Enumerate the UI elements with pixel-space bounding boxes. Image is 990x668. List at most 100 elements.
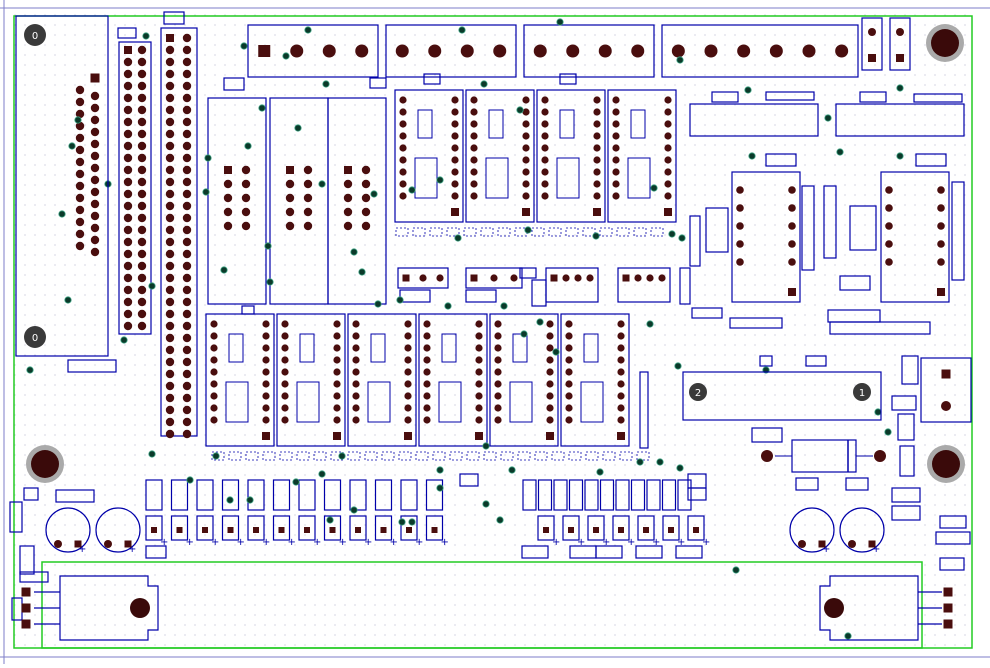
via: [732, 566, 740, 574]
via: [264, 242, 272, 250]
header-pin: [165, 405, 175, 415]
module-pin: [593, 192, 601, 200]
via: [678, 234, 686, 242]
cap-pad-1: 1: [853, 383, 871, 401]
module-pin: [470, 168, 478, 176]
header-pin: [165, 285, 175, 295]
module-pin: [210, 416, 218, 424]
module-pin: [475, 332, 483, 340]
module-pin: [664, 108, 672, 116]
module-pin: [664, 168, 672, 176]
pin: [868, 28, 876, 36]
module-pin: [541, 120, 549, 128]
module-pin: [546, 368, 554, 376]
header-pin: [182, 33, 192, 43]
header-pin: [165, 69, 175, 79]
cap-pad: [54, 540, 62, 548]
net-label: [619, 451, 633, 461]
module-pin: [333, 404, 341, 412]
relay-pin: [241, 165, 251, 175]
via: [896, 152, 904, 160]
pin: [646, 274, 654, 282]
smd-resistor: [562, 515, 580, 541]
module-pin: [565, 368, 573, 376]
via: [326, 516, 334, 524]
net-label: [415, 451, 429, 461]
smd-part: [795, 477, 819, 491]
header-pin: [137, 201, 147, 211]
via: [68, 142, 76, 150]
cap-pad: [798, 540, 806, 548]
header-pin: [165, 429, 175, 439]
connector-pin: [90, 115, 100, 125]
module-pin: [565, 392, 573, 400]
header-pin: [123, 153, 133, 163]
module-pin: [475, 392, 483, 400]
smd-pad: [278, 527, 285, 533]
plus-mark: +: [652, 537, 660, 548]
header-pin: [137, 129, 147, 139]
terminal-pad: [21, 619, 31, 629]
net-label: [497, 227, 511, 237]
module-pin: [423, 368, 431, 376]
header-pin: [137, 81, 147, 91]
relay-pin: [303, 221, 313, 231]
cap-pad: [104, 540, 112, 548]
module-pin: [494, 320, 502, 328]
header-pin: [137, 237, 147, 247]
smd-resistor: [272, 479, 291, 511]
header-pin: [123, 201, 133, 211]
module-pin: [210, 380, 218, 388]
smd-resistor: [196, 515, 214, 541]
module-pin: [494, 404, 502, 412]
smd-part: [23, 487, 39, 501]
plus-mark: +: [602, 537, 610, 548]
header-pin: [165, 393, 175, 403]
header-pin: [182, 45, 192, 55]
relay-pin: [736, 240, 744, 248]
header-pin: [123, 225, 133, 235]
module-pin: [399, 108, 407, 116]
connector-pin: [75, 193, 85, 203]
header-pin: [182, 141, 192, 151]
connector-pin-1: [90, 73, 100, 83]
two-pin-header: [889, 17, 911, 71]
smd-part: [519, 267, 537, 279]
smd-part: [595, 545, 623, 559]
module-pin: [617, 320, 625, 328]
relay-pin: [241, 221, 251, 231]
smd-part: [687, 487, 707, 501]
module-pin: [333, 356, 341, 364]
module-pin: [451, 120, 459, 128]
terminal-hole-bottom-left: [130, 598, 150, 618]
display-module: [560, 313, 630, 447]
terminal-strip-top: [247, 24, 379, 78]
header-pin: [123, 249, 133, 259]
connector-pin: [90, 139, 100, 149]
module-pin: [352, 404, 360, 412]
terminal-strip-top: [661, 24, 859, 78]
smd-part: [935, 531, 971, 545]
smd-part: [521, 545, 549, 559]
header-pin: [182, 381, 192, 391]
header-pin: [137, 57, 147, 67]
module-pin: [210, 320, 218, 328]
header-pin: [165, 81, 175, 91]
terminal-pad: [671, 44, 685, 58]
header-pin: [137, 93, 147, 103]
smd-part: [751, 427, 783, 443]
relay-right: [731, 171, 801, 303]
module-pin: [281, 356, 289, 364]
plus-mark: +: [211, 537, 219, 548]
header-pin: [182, 249, 192, 259]
via: [636, 458, 644, 466]
smd-part: [679, 267, 691, 305]
capacitor-body-outline: [682, 371, 882, 421]
smd-resistor: [323, 515, 342, 541]
relay-pin: [885, 186, 893, 194]
pin: [470, 274, 478, 282]
via: [186, 476, 194, 484]
smd-part: [639, 371, 649, 449]
via: [74, 116, 82, 124]
smd-part: [19, 571, 49, 583]
